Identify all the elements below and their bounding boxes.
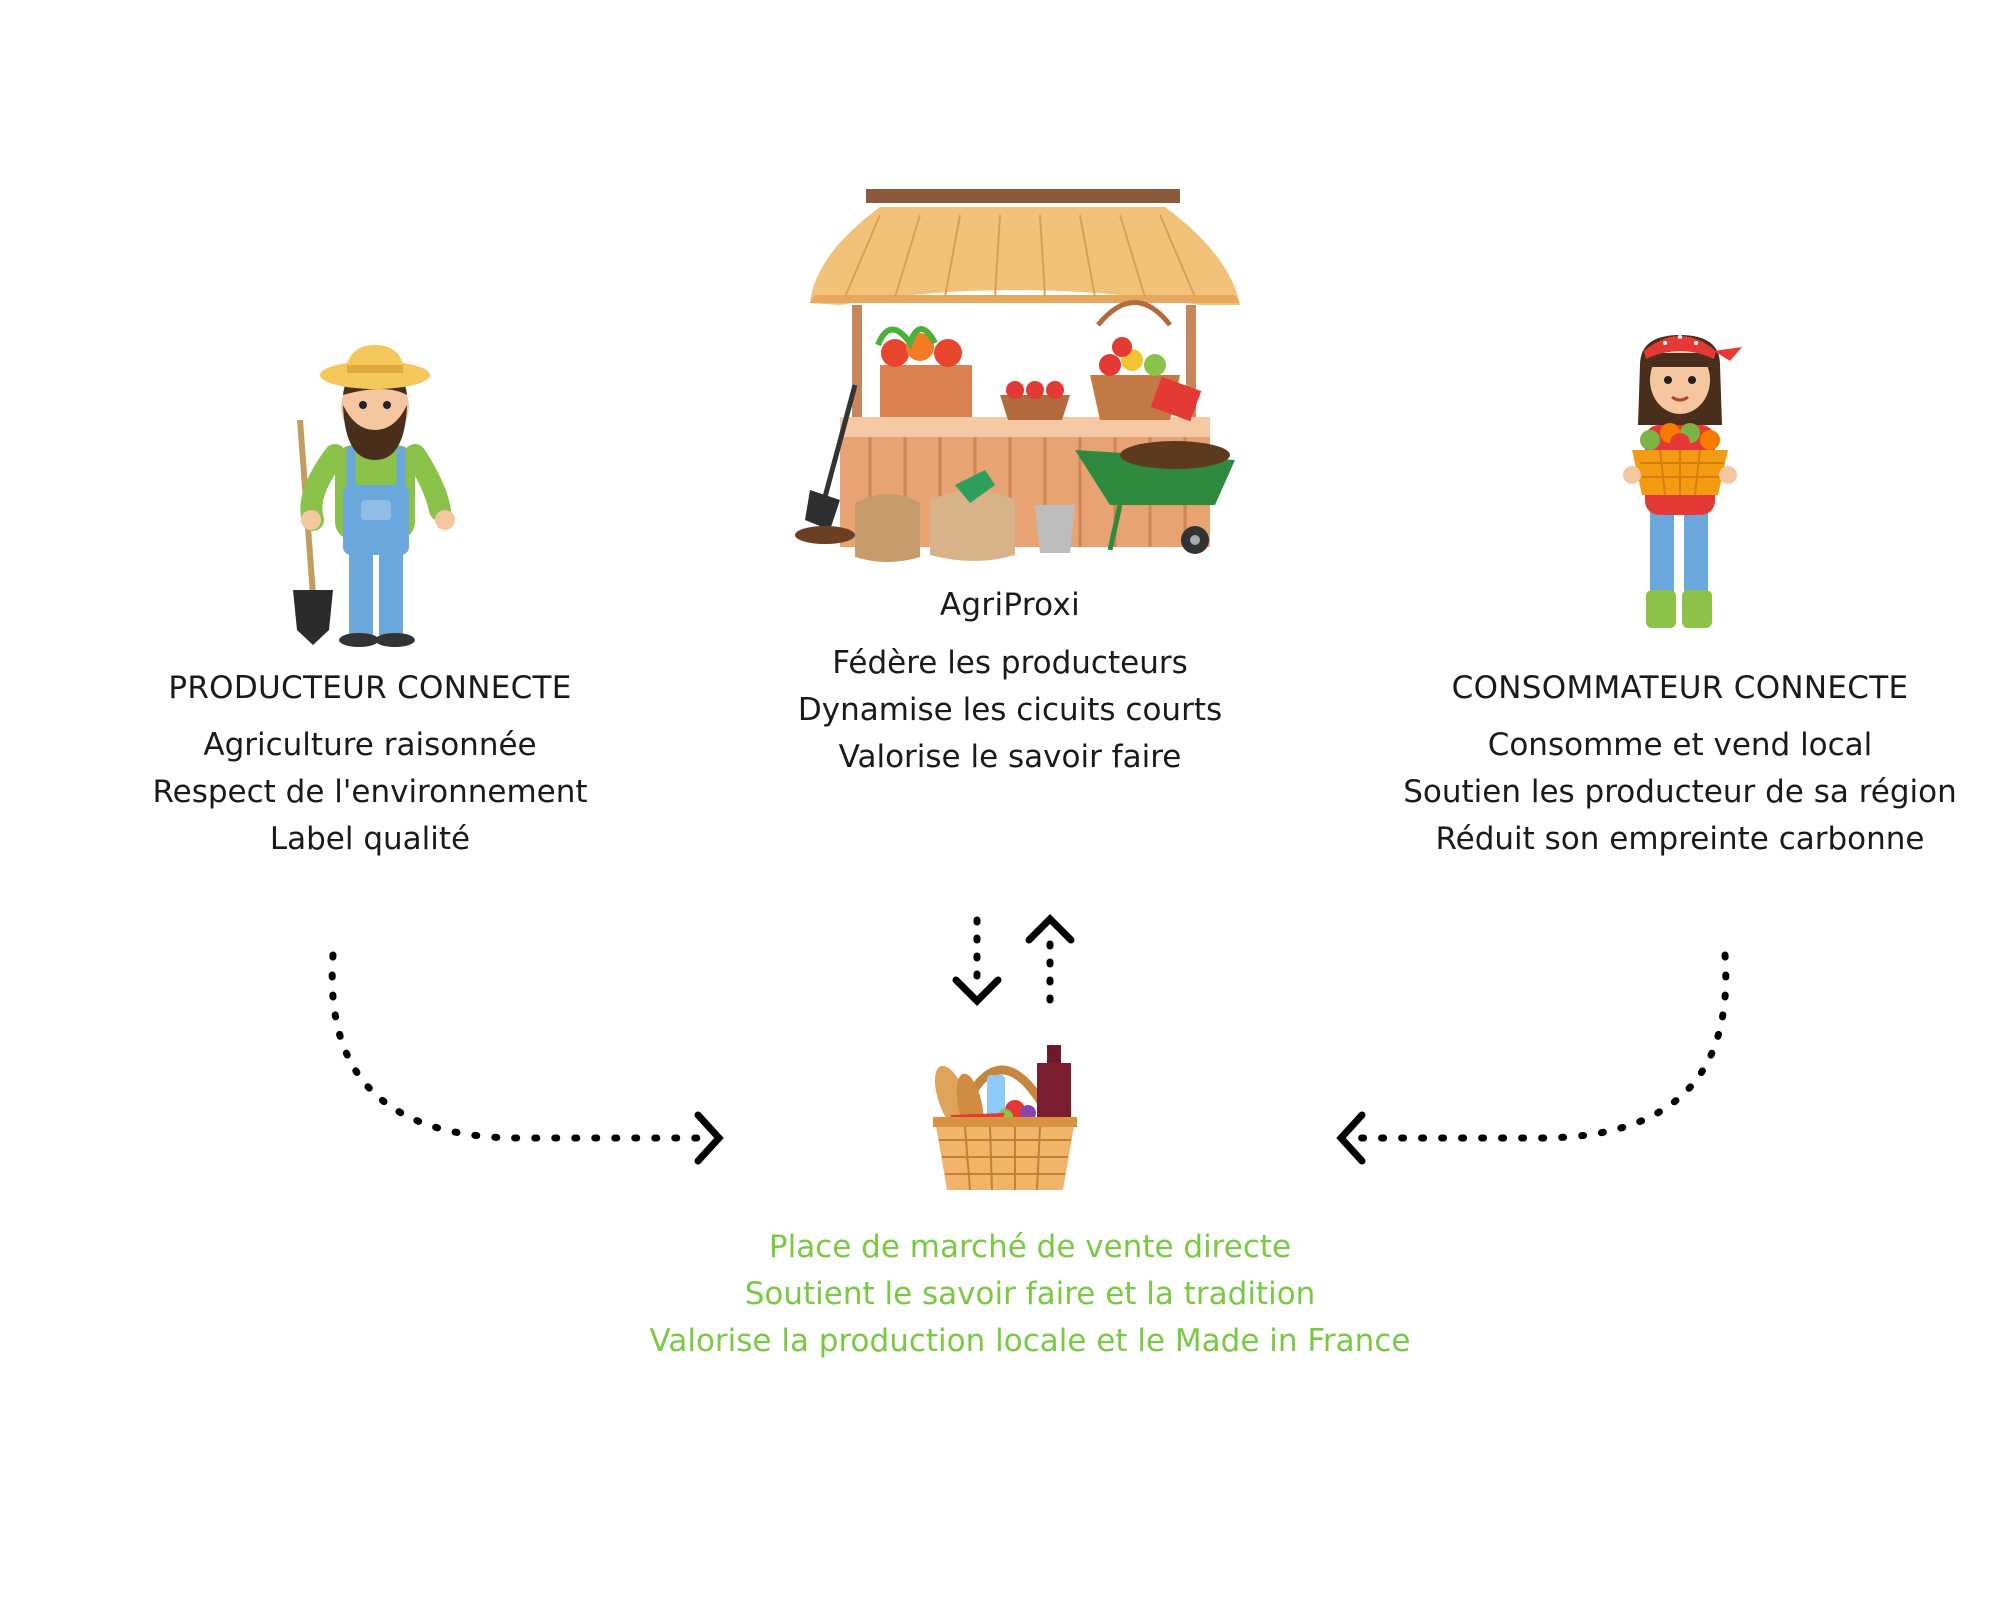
platform-description: Fédère les producteurs Dynamise les cicu…: [700, 640, 1320, 781]
marketplace-line-3: Valorise la production locale et le Made…: [649, 1323, 1411, 1359]
consumer-description: Consomme et vend local Soutien les produ…: [1380, 722, 1980, 863]
marketplace-line-2: Soutient le savoir faire et la tradition: [744, 1276, 1316, 1312]
consumer-line-1: Consomme et vend local: [1487, 727, 1873, 763]
up-arrowhead-icon: [1025, 914, 1075, 944]
producer-line-3: Label qualité: [269, 821, 471, 857]
consumer-title: CONSOMMATEUR CONNECTE: [1451, 670, 1909, 706]
consumer-line-3: Réduit son empreinte carbonne: [1435, 821, 1925, 857]
producer-description: Agriculture raisonnée Respect de l'envir…: [70, 722, 670, 863]
marketplace-description: Place de marché de vente directe Soutien…: [500, 1224, 1560, 1365]
producer-line-1: Agriculture raisonnée: [203, 727, 537, 763]
consumer-line-2: Soutien les producteur de sa région: [1403, 774, 1957, 810]
producer-title: PRODUCTEUR CONNECTE: [168, 670, 572, 706]
consumer-to-marketplace-arrow: [1351, 951, 1730, 1142]
farmer-with-shovel-icon: [293, 345, 455, 647]
down-arrowhead-icon: [952, 976, 1002, 1006]
consumer-arrowhead-icon: [1336, 1111, 1366, 1165]
marketplace-line-1: Place de marché de vente directe: [768, 1229, 1292, 1265]
picnic-basket-icon: [933, 1045, 1077, 1191]
platform-title: AgriProxi: [939, 587, 1081, 623]
producer-arrowhead-icon: [694, 1111, 724, 1165]
woman-with-vegetable-basket-icon: [1623, 335, 1742, 628]
market-stall-icon: [795, 189, 1240, 562]
platform-line-3: Valorise le savoir faire: [838, 739, 1182, 775]
platform-line-2: Dynamise les cicuits courts: [797, 692, 1223, 728]
producer-line-2: Respect de l'environnement: [152, 774, 588, 810]
platform-line-1: Fédère les producteurs: [832, 645, 1188, 681]
producer-to-marketplace-arrow: [328, 951, 709, 1142]
